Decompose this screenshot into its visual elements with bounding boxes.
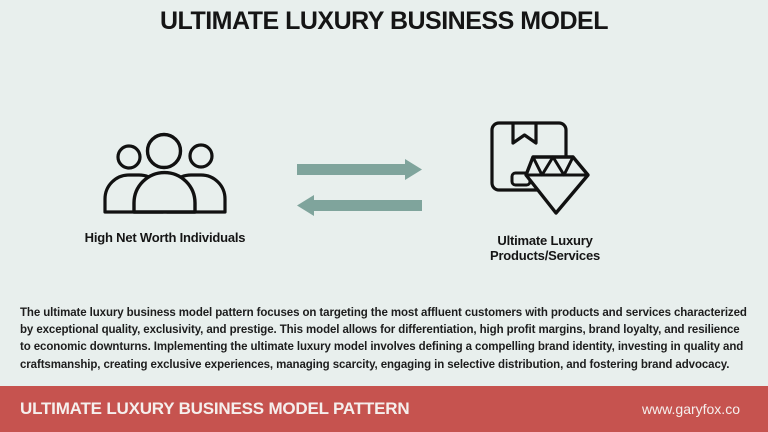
target-label-line1: Ultimate Luxury: [497, 233, 593, 248]
target-label-line2: Products/Services: [489, 248, 601, 263]
people-group-icon: [103, 127, 229, 214]
exchange-arrows: [296, 158, 423, 216]
arrow-right-icon: [297, 159, 422, 180]
arrow-left-icon: [297, 195, 422, 216]
page-title: ULTIMATE LUXURY BUSINESS MODEL: [160, 7, 608, 35]
source-label: High Net Worth Individuals: [84, 230, 246, 245]
target-label: Ultimate Luxury Products/Services: [455, 233, 635, 263]
footer-title: ULTIMATE LUXURY BUSINESS MODEL PATTERN: [20, 399, 410, 418]
package-diamond-icon: [484, 112, 594, 216]
description-paragraph: The ultimate luxury business model patte…: [20, 307, 747, 371]
footer-bar: ULTIMATE LUXURY BUSINESS MODEL PATTERN w…: [0, 386, 768, 432]
footer-website-link[interactable]: www.garyfox.co: [641, 401, 740, 417]
